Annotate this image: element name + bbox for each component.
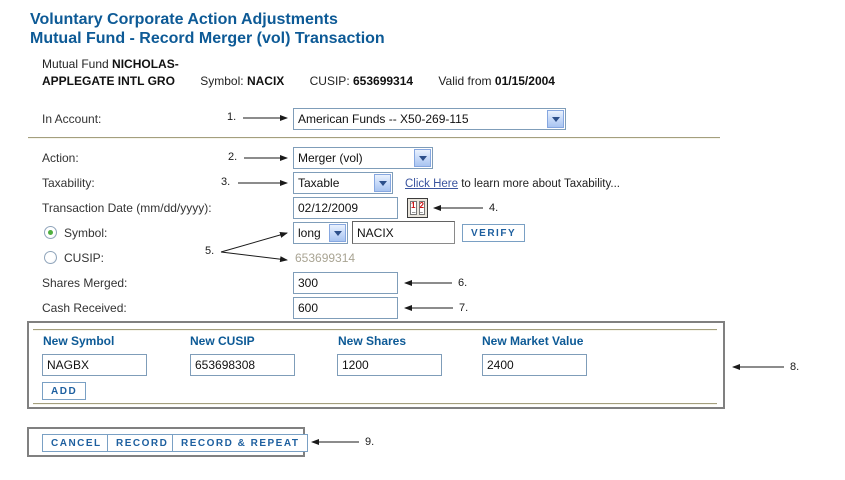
fund-symbol-value: NACIX [246, 74, 285, 88]
cancel-button[interactable]: CANCEL [42, 434, 111, 452]
action-select[interactable]: Merger (vol) [293, 147, 433, 169]
position-select[interactable]: long [293, 222, 348, 244]
chevron-down-icon[interactable] [374, 174, 391, 192]
fund-info-line1: Mutual Fund NICHOLAS- [42, 57, 179, 71]
fund-name-part2: APPLEGATE INTL GRO [42, 74, 175, 88]
symbol-input[interactable] [352, 221, 455, 244]
annotation-2: 2. [228, 151, 238, 163]
new-market-value-header: New Market Value [482, 334, 584, 348]
in-account-selected-value: American Funds -- X50-269-115 [298, 112, 469, 126]
position-selected-value: long [298, 226, 321, 240]
section-divider [28, 137, 720, 138]
shares-merged-label: Shares Merged: [42, 276, 128, 290]
annotation-3: 3. [221, 176, 231, 188]
new-market-value-input[interactable] [482, 354, 587, 376]
new-security-bottom-divider [33, 403, 717, 404]
page-title: Voluntary Corporate Action Adjustments [30, 11, 338, 28]
taxability-help-link[interactable]: Click Here [405, 178, 459, 190]
taxability-select[interactable]: Taxable [293, 172, 393, 194]
in-account-label: In Account: [42, 112, 102, 126]
cusip-radio[interactable] [44, 251, 57, 264]
fund-cusip-label: CUSIP: [309, 74, 350, 88]
new-symbol-input[interactable] [42, 354, 147, 376]
symbol-radio[interactable] [44, 226, 57, 239]
new-security-section-box [27, 321, 725, 409]
record-and-repeat-button[interactable]: RECORD & REPEAT [172, 434, 309, 452]
annotation-7: 7. [459, 302, 469, 314]
calendar-icon[interactable]: 1 2 [407, 198, 428, 218]
page-subtitle: Mutual Fund - Record Merger (vol) Transa… [30, 30, 385, 47]
cash-received-input[interactable] [293, 297, 398, 319]
cusip-radio-label: CUSIP: [64, 251, 105, 265]
fund-symbol-label: Symbol: [200, 74, 244, 88]
fund-info-line2: APPLEGATE INTL GRO Symbol: NACIX CUSIP: … [42, 74, 555, 88]
annotation-5: 5. [205, 245, 215, 257]
fund-valid-value: 01/15/2004 [494, 74, 555, 88]
new-symbol-header: New Symbol [43, 334, 115, 348]
annotation-6: 6. [458, 277, 468, 289]
symbol-radio-label: Symbol: [64, 226, 108, 240]
fund-valid-label: Valid from [438, 74, 492, 88]
chevron-down-icon[interactable] [547, 110, 564, 128]
taxability-help-suffix: to learn more about Taxability... [458, 178, 620, 190]
annotation-9: 9. [365, 436, 375, 448]
new-cusip-input[interactable] [190, 354, 295, 376]
fund-cusip-value: 653699314 [353, 74, 414, 88]
new-shares-header: New Shares [338, 334, 407, 348]
taxability-help-text: Click Here to learn more about Taxabilit… [405, 178, 620, 190]
calendar-icon-right-page: 2 [418, 201, 425, 215]
fund-name-part1: NICHOLAS- [112, 57, 179, 71]
fund-label: Mutual Fund [42, 57, 109, 71]
record-button[interactable]: RECORD [107, 434, 178, 452]
calendar-icon-left-page: 1 [410, 201, 417, 215]
taxability-selected-value: Taxable [298, 176, 340, 190]
chevron-down-icon[interactable] [414, 149, 431, 167]
new-security-top-divider [33, 329, 717, 330]
annotation-4: 4. [489, 202, 499, 214]
taxability-label: Taxability: [42, 176, 95, 190]
in-account-select[interactable]: American Funds -- X50-269-115 [293, 108, 566, 130]
new-cusip-header: New CUSIP [190, 334, 255, 348]
annotation-8: 8. [790, 361, 800, 373]
annotation-1: 1. [227, 111, 237, 123]
transaction-date-label: Transaction Date (mm/dd/yyyy): [42, 201, 212, 215]
action-label: Action: [42, 151, 79, 165]
add-button[interactable]: ADD [42, 382, 87, 400]
verify-button[interactable]: VERIFY [462, 224, 526, 242]
action-selected-value: Merger (vol) [298, 151, 363, 165]
cusip-readonly-value: 653699314 [295, 251, 356, 265]
transaction-date-input[interactable] [293, 197, 398, 219]
chevron-down-icon[interactable] [329, 224, 346, 242]
new-shares-input[interactable] [337, 354, 442, 376]
cash-received-label: Cash Received: [42, 301, 127, 315]
shares-merged-input[interactable] [293, 272, 398, 294]
